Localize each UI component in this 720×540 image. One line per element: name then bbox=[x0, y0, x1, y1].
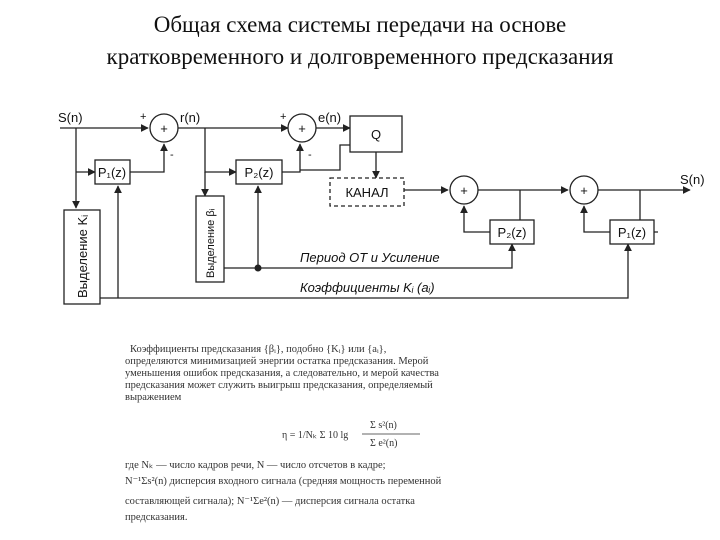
text-line-5: выражением bbox=[125, 392, 182, 403]
summer-3-sign: + bbox=[460, 183, 468, 198]
label-input-signal: S(n) bbox=[58, 110, 83, 125]
label-period-gain: Период ОТ и Усиление bbox=[300, 250, 440, 265]
text-line-4: предсказания может служить выигрыш предс… bbox=[125, 380, 433, 391]
text-line-2: определяются минимизацией энергии остатк… bbox=[125, 356, 429, 367]
formula-denominator: Σ e²(n) bbox=[370, 438, 397, 449]
slide-title-line2: кратковременного и долговременного предс… bbox=[106, 44, 614, 69]
text-line-9: предсказания. bbox=[125, 512, 188, 523]
formula-numerator: Σ s²(n) bbox=[370, 420, 397, 431]
sign-s1-minus: - bbox=[170, 149, 174, 161]
block-p2-tx-label: P₂(z) bbox=[245, 165, 274, 180]
label-residual: r(n) bbox=[180, 110, 200, 125]
wire-p1-to-sum1 bbox=[128, 143, 168, 173]
wire-p2-to-sum2 bbox=[280, 143, 304, 173]
block-p1-rx-label: P₁(z) bbox=[618, 225, 646, 240]
summer-4 bbox=[569, 175, 599, 205]
wire-p1rx-to-sum4 bbox=[580, 205, 610, 233]
wire-q-feedback bbox=[300, 144, 350, 171]
text-line-7: N⁻¹Σs²(n) дисперсия входного сигнала (ср… bbox=[125, 476, 442, 487]
text-line-3: уменьшения ошибок предсказания, а следов… bbox=[125, 368, 439, 379]
block-quantizer-label: Q bbox=[371, 127, 381, 142]
wire-coeffs bbox=[98, 243, 632, 299]
text-line-6: где Nₖ — число кадров речи, N — число от… bbox=[125, 460, 386, 471]
summer-2-sign: + bbox=[298, 121, 306, 136]
slide-title-line1: Общая схема системы передачи на основе bbox=[153, 12, 567, 37]
summer-3 bbox=[449, 175, 479, 205]
junction-dot bbox=[254, 264, 262, 272]
summer-1 bbox=[149, 113, 179, 143]
text-block: Коэффициенты предсказания {βᵢ}, подобно … bbox=[125, 344, 442, 523]
formula-lhs: η = 1/Nₖ Σ 10 lg bbox=[282, 430, 348, 441]
block-p2-rx bbox=[489, 219, 535, 245]
summer-1-sign: + bbox=[160, 121, 168, 136]
block-channel bbox=[329, 177, 405, 207]
summer-4-sign: + bbox=[580, 183, 588, 198]
sign-s2-minus: - bbox=[308, 149, 312, 161]
block-p1-rx bbox=[609, 219, 655, 245]
wire-period-gain bbox=[222, 243, 516, 269]
label-coeffs: Коэффициенты Kᵢ (aᵢ) bbox=[300, 280, 435, 295]
block-extract-k-label: Выделение Kᵢ bbox=[75, 215, 90, 298]
wire-r-to-p2 bbox=[204, 128, 237, 176]
block-p2-tx bbox=[235, 159, 283, 185]
block-channel-label: КАНАЛ bbox=[345, 185, 388, 200]
block-p1-tx bbox=[94, 159, 131, 185]
text-line-8: составляющей сигнала); N⁻¹Σe²(n) — диспе… bbox=[125, 496, 415, 507]
block-quantizer bbox=[349, 115, 403, 153]
block-extract-beta-label: Выделение βᵢ bbox=[205, 208, 217, 278]
text-line-1: Коэффициенты предсказания {βᵢ}, подобно … bbox=[130, 344, 386, 355]
summer-2 bbox=[287, 113, 317, 143]
block-p2-rx-label: P₂(z) bbox=[498, 225, 527, 240]
block-p1-tx-label: P₁(z) bbox=[98, 165, 126, 180]
block-extract-k bbox=[63, 209, 101, 305]
label-error: e(n) bbox=[318, 110, 341, 125]
block-extract-beta bbox=[195, 195, 225, 283]
wire-p2rx-to-sum3 bbox=[460, 205, 490, 233]
sign-s2-plus: + bbox=[280, 111, 286, 123]
sign-s1-plus: + bbox=[140, 111, 146, 123]
label-output-signal: S(n) bbox=[680, 172, 705, 187]
